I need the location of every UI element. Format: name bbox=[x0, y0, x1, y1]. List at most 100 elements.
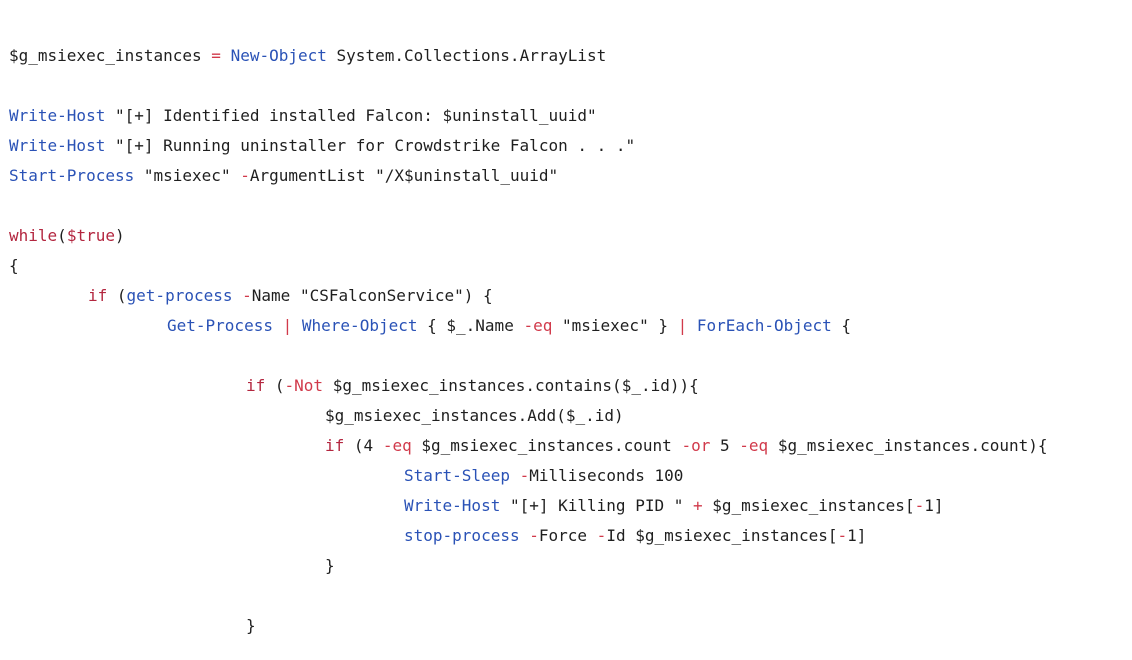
code-token: 100 bbox=[654, 466, 684, 485]
code-token: while bbox=[9, 226, 58, 245]
code-token: 1 bbox=[847, 526, 857, 545]
code-token: $_ bbox=[621, 376, 641, 395]
code-token: $_ bbox=[565, 406, 586, 425]
code-token bbox=[703, 496, 713, 515]
code-token bbox=[520, 526, 530, 545]
code-token bbox=[510, 466, 520, 485]
code-token: ( bbox=[265, 376, 285, 395]
code-token: -eq bbox=[739, 436, 769, 455]
code-token bbox=[500, 496, 510, 515]
code-token: Write-Host bbox=[9, 136, 106, 155]
code-token: { bbox=[831, 316, 852, 335]
code-token: ] bbox=[933, 496, 944, 515]
code-line: { bbox=[9, 251, 1132, 281]
code-token: ) { bbox=[463, 286, 493, 305]
code-token: { bbox=[9, 256, 19, 275]
code-line: Write-Host "[+] Running uninstaller for … bbox=[9, 131, 1132, 161]
code-token: [ bbox=[827, 526, 838, 545]
code-token: ArgumentList bbox=[249, 166, 376, 185]
code-token: Force bbox=[538, 526, 597, 545]
code-token: } bbox=[648, 316, 678, 335]
code-token: ForEach-Object bbox=[696, 316, 832, 335]
code-token: -eq bbox=[523, 316, 553, 335]
code-token: Milliseconds bbox=[529, 466, 655, 485]
code-token: $g_msiexec_instances bbox=[9, 46, 202, 65]
code-token: Name bbox=[251, 286, 300, 305]
code-line: while($true) bbox=[9, 221, 1132, 251]
code-line bbox=[9, 581, 1132, 611]
code-line: Start-Process "msiexec" -ArgumentList "/… bbox=[9, 161, 1132, 191]
code-token bbox=[710, 436, 720, 455]
code-token: $true bbox=[66, 226, 115, 245]
code-line: $g_msiexec_instances = New-Object System… bbox=[9, 41, 1132, 71]
code-token: 5 bbox=[720, 436, 730, 455]
code-token: + bbox=[693, 496, 703, 515]
code-token: ( bbox=[107, 286, 127, 305]
code-token bbox=[323, 376, 333, 395]
code-line: $g_msiexec_instances.Add($_.id) bbox=[9, 401, 1132, 431]
code-token: - bbox=[596, 526, 607, 545]
code-token: -eq bbox=[382, 436, 412, 455]
code-token: $_ bbox=[446, 316, 466, 335]
code-token: stop-process bbox=[404, 526, 520, 545]
code-token bbox=[134, 166, 144, 185]
code-token: } bbox=[246, 616, 256, 635]
code-line bbox=[9, 71, 1132, 101]
code-token: "[+] Killing PID " bbox=[509, 496, 684, 515]
code-token bbox=[233, 286, 243, 305]
code-token: "/X$uninstall_uuid" bbox=[375, 166, 559, 185]
code-token: $g_msiexec_instances bbox=[325, 406, 518, 425]
code-line: if (4 -eq $g_msiexec_instances.count -or… bbox=[9, 431, 1132, 461]
code-token: if bbox=[325, 436, 345, 455]
code-token bbox=[273, 316, 283, 335]
code-token: [ bbox=[904, 496, 915, 515]
code-token bbox=[687, 316, 697, 335]
code-token: "[+] Running uninstaller for Crowdstrike… bbox=[114, 136, 636, 155]
code-line bbox=[9, 191, 1132, 221]
code-token: -or bbox=[681, 436, 711, 455]
code-token: "msiexec" bbox=[143, 166, 231, 185]
code-token: - bbox=[914, 496, 925, 515]
code-line: stop-process -Force -Id $g_msiexec_insta… bbox=[9, 521, 1132, 551]
code-token: "msiexec" bbox=[562, 316, 649, 335]
code-token bbox=[105, 106, 115, 125]
code-token: ) bbox=[114, 226, 125, 245]
code-token: .contains( bbox=[525, 376, 622, 395]
code-line: } bbox=[9, 611, 1132, 641]
code-token: $g_msiexec_instances bbox=[777, 436, 971, 455]
code-token: -Not bbox=[284, 376, 324, 395]
code-line: Write-Host "[+] Identified installed Fal… bbox=[9, 101, 1132, 131]
code-lines: $g_msiexec_instances = New-Object System… bbox=[9, 41, 1132, 641]
code-token bbox=[683, 496, 693, 515]
code-token: 1 bbox=[924, 496, 934, 515]
code-token: = bbox=[211, 46, 221, 65]
code-token: get-process bbox=[126, 286, 233, 305]
code-token: 4 bbox=[363, 436, 374, 455]
code-token: .count bbox=[614, 436, 682, 455]
code-token: - bbox=[837, 526, 848, 545]
code-token: $g_msiexec_instances bbox=[635, 526, 828, 545]
code-token: New-Object bbox=[230, 46, 327, 65]
code-token bbox=[221, 46, 231, 65]
code-token: Where-Object bbox=[301, 316, 418, 335]
code-token: .Name bbox=[465, 316, 524, 335]
code-token: Id bbox=[606, 526, 636, 545]
code-token: $g_msiexec_instances bbox=[712, 496, 905, 515]
code-line bbox=[9, 341, 1132, 371]
code-token: | bbox=[677, 316, 688, 335]
code-token: Start-Sleep bbox=[404, 466, 510, 485]
code-token bbox=[730, 436, 740, 455]
code-line: Write-Host "[+] Killing PID " + $g_msiex… bbox=[9, 491, 1132, 521]
code-token: ] bbox=[856, 526, 867, 545]
code-token: "[+] Identified installed Falcon: $unins… bbox=[114, 106, 597, 125]
code-token: System.Collections.ArrayList bbox=[326, 46, 607, 65]
code-token: .count){ bbox=[970, 436, 1048, 455]
code-token: Start-Process bbox=[9, 166, 135, 185]
code-token: Write-Host bbox=[9, 106, 106, 125]
code-token: - bbox=[529, 526, 539, 545]
code-token bbox=[105, 136, 115, 155]
code-token: Get-Process bbox=[167, 316, 273, 335]
code-token bbox=[373, 436, 383, 455]
code-token: if bbox=[88, 286, 108, 305]
code-token: Write-Host bbox=[404, 496, 501, 515]
